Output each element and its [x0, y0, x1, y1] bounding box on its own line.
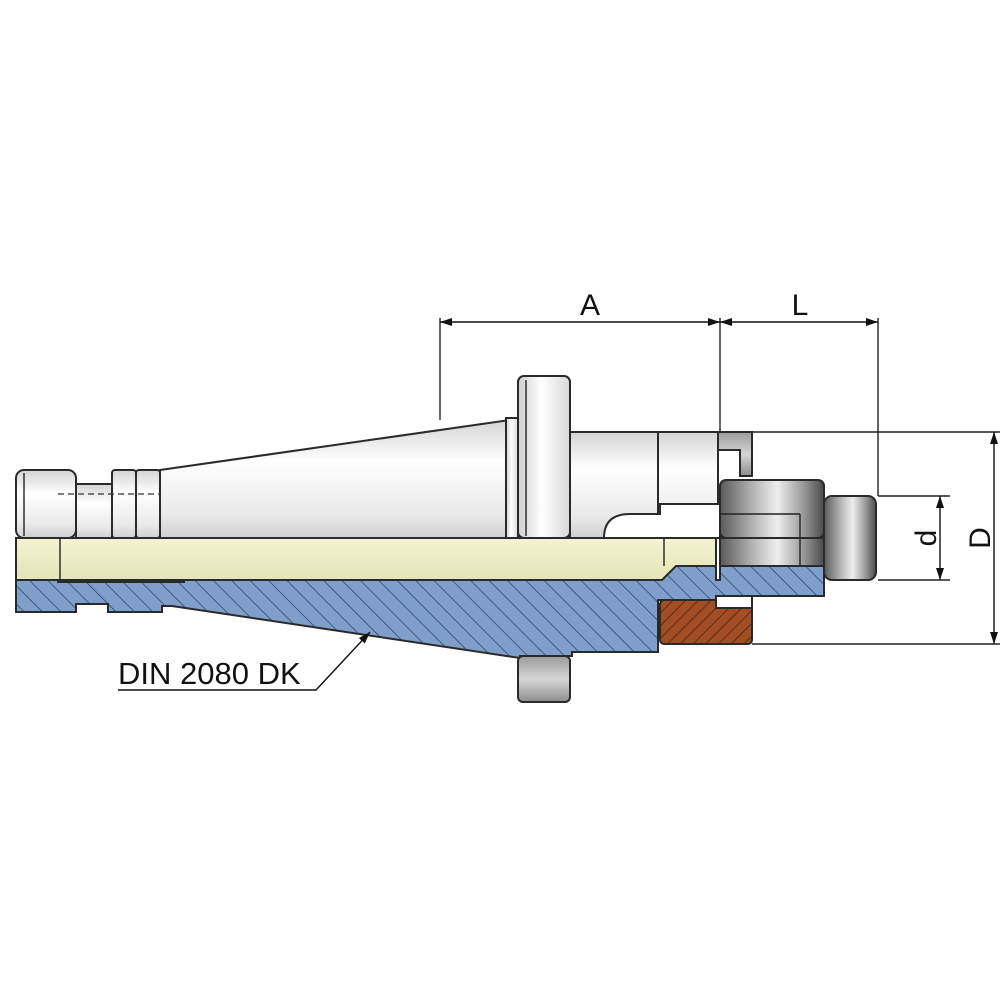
- dimension-label-D: D: [964, 527, 997, 549]
- drive-key-notch: [715, 595, 753, 609]
- dimension-label-a: A: [580, 289, 600, 322]
- standard-callout: DIN 2080 DK: [118, 631, 371, 691]
- taper-step: [505, 417, 519, 539]
- dimension-label-l: L: [792, 289, 809, 322]
- tool-holder-section: [15, 537, 825, 703]
- pull-stud-collar-2: [135, 469, 161, 539]
- drive-key-section: [659, 599, 753, 645]
- dimensions: A L d D: [439, 289, 1000, 645]
- pull-stud-head: [15, 469, 77, 539]
- dimension-label-d: d: [910, 530, 943, 547]
- flange-lower-visible: [517, 655, 571, 703]
- arbor-stud-lower: [719, 537, 825, 567]
- leader-line: [118, 631, 371, 691]
- drive-slot: [602, 503, 721, 539]
- pull-stud-collar-1: [111, 469, 137, 539]
- pilot-diameter-d: [823, 495, 877, 581]
- steep-taper-cone: [159, 418, 511, 539]
- bore-section: [15, 537, 717, 581]
- hatched-body-section: [15, 565, 825, 660]
- drive-tab-upper: [717, 431, 753, 477]
- tool-holder-exterior: [15, 375, 877, 581]
- pull-stud-neck: [75, 483, 113, 539]
- standard-label: DIN 2080 DK: [118, 656, 301, 691]
- arbor-stud: [719, 479, 825, 539]
